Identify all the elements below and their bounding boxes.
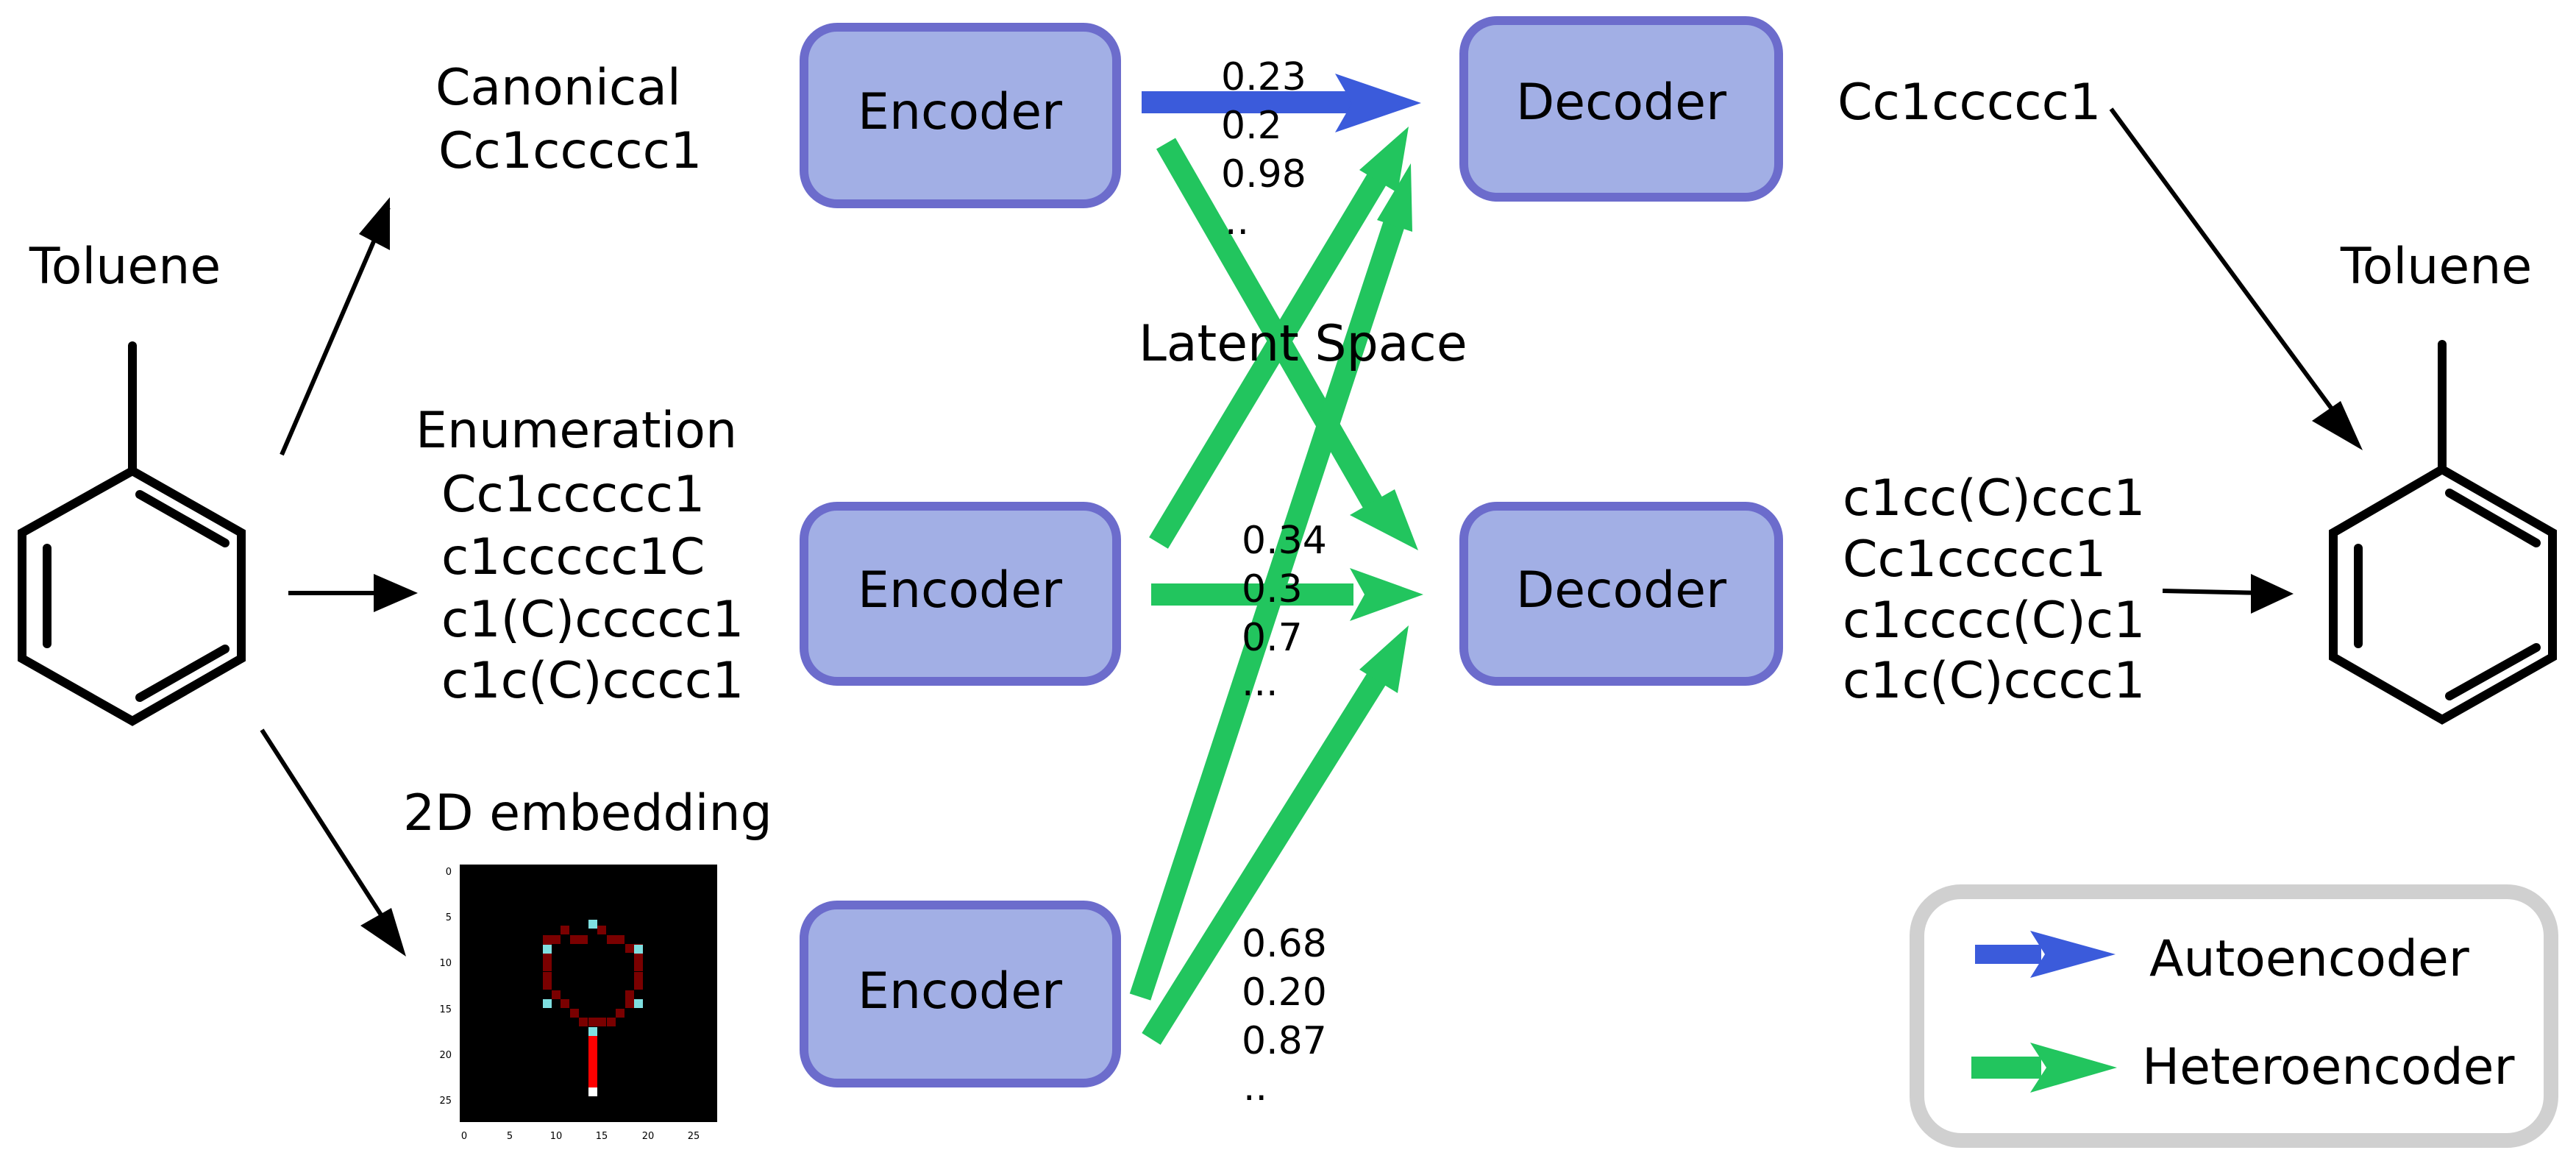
latent-2-value-1: 0.34 (1242, 519, 1327, 563)
green-arrowhead-enc3-dec2 (1359, 625, 1409, 693)
input-molecule-name: Toluene (29, 238, 221, 296)
legend-heteroencoder-swatch (1971, 1057, 2041, 1079)
latent-2-value-2: 0.3 (1242, 567, 1303, 611)
decoder-output-bottom-1: c1cc(C)ccc1 (1843, 469, 2145, 528)
blue-arrowhead-enc1-dec1 (1335, 74, 1421, 132)
embedding-xtick-20: 20 (642, 1131, 655, 1142)
decoder-output-bottom-4: c1c(C)cccc1 (1843, 652, 2145, 710)
heteroencoder-arrows (1129, 127, 1423, 1045)
latent-2-value-4: ... (1242, 661, 1278, 705)
embedding-methyl-pixels (588, 1036, 597, 1087)
green-arrow-enc3-dec1 (1129, 221, 1405, 1001)
input-arrows (260, 197, 418, 957)
embedding-ytick-5: 5 (446, 912, 452, 923)
decoder-box-1: Decoder (1459, 16, 1783, 202)
embedding-xtick-5: 5 (507, 1131, 513, 1142)
latent-1-value-4: .. (1225, 199, 1249, 244)
latent-1-value-1: 0.23 (1221, 55, 1306, 99)
enumeration-smiles-4: c1c(C)cccc1 (441, 652, 744, 710)
embedding-xtick-10: 10 (550, 1131, 563, 1142)
arrowhead-embedding (360, 908, 406, 957)
decoder-output-bottom-3: c1cccc(C)c1 (1843, 592, 2145, 650)
embedding-xtick-15: 15 (596, 1131, 608, 1142)
embedding-ytick-20: 20 (439, 1050, 452, 1061)
enumeration-smiles-1: Cc1ccccc1 (441, 466, 705, 524)
green-arrowhead-enc3-dec1 (1377, 163, 1412, 232)
decoder-output-bottom-2: Cc1ccccc1 (1843, 530, 2106, 589)
legend-autoencoder-arrowhead (2030, 931, 2116, 978)
embedding-xtick-0: 0 (461, 1131, 467, 1142)
decoder-box-2: Decoder (1459, 502, 1783, 686)
embedding-ring-pixels (543, 926, 643, 1026)
latent-3-value-3: 0.87 (1242, 1019, 1327, 1063)
arrowhead-bottom-to-output (2251, 574, 2294, 614)
legend-heteroencoder-label: Heteroencoder (2142, 1038, 2514, 1096)
latent-vector-3: 0.68 0.20 0.87 .. (1242, 922, 1327, 1110)
arrow-to-embedding (260, 728, 392, 930)
autoencoder-arrow (1142, 74, 1421, 132)
embedding-highlight-pixels (543, 920, 643, 1036)
latent-1-value-3: 0.98 (1221, 152, 1306, 196)
embedding-title: 2D embedding (403, 784, 772, 842)
legend-autoencoder-label: Autoencoder (2149, 930, 2469, 988)
decoder-label-2: Decoder (1516, 561, 1726, 620)
latent-vector-1: 0.23 0.2 0.98 .. (1221, 55, 1306, 244)
green-arrowhead-enc1-dec2 (1350, 489, 1418, 550)
latent-1-value-2: 0.2 (1221, 104, 1282, 148)
encoder-box-3: Encoder (800, 901, 1121, 1087)
arrow-to-canonical (280, 206, 391, 456)
embedding-image (460, 865, 717, 1122)
green-arrowhead-enc2-dec1 (1359, 127, 1409, 193)
embedding-axes: 0 5 10 15 20 25 0 5 10 15 20 25 (439, 867, 700, 1142)
output-arrows (2109, 107, 2363, 614)
latent-3-value-2: 0.20 (1242, 970, 1327, 1015)
green-arrow-enc3-dec2 (1142, 665, 1391, 1045)
latent-3-value-4: .. (1243, 1065, 1267, 1110)
encoder-label-3: Encoder (858, 962, 1062, 1021)
legend-item-autoencoder: Autoencoder (1975, 930, 2469, 988)
latent-vector-2: 0.34 0.3 0.7 ... (1242, 519, 1327, 705)
decoder-label-1: Decoder (1516, 74, 1726, 132)
embedding-ytick-15: 15 (439, 1004, 452, 1015)
output-toluene-structure (2329, 340, 2557, 725)
canonical-smiles: Cc1ccccc1 (438, 122, 702, 180)
input-toluene-structure (18, 341, 246, 726)
green-arrow-enc2-dec1 (1149, 163, 1392, 549)
arrow-top-to-output (2109, 107, 2343, 422)
embedding-ytick-25: 25 (439, 1096, 452, 1107)
encoder-box-2: Encoder (800, 502, 1121, 686)
embedding-ytick-0: 0 (446, 867, 452, 878)
latent-2-value-3: 0.7 (1242, 616, 1303, 660)
embedding-ytick-10: 10 (439, 958, 452, 969)
encoder-label-1: Encoder (858, 83, 1062, 141)
legend-frame (1910, 884, 2558, 1148)
arrowhead-canonical (359, 197, 390, 250)
enumeration-smiles-3: c1(C)ccccc1 (441, 591, 744, 649)
enumeration-title: Enumeration (416, 402, 737, 460)
latent-3-value-1: 0.68 (1242, 922, 1327, 966)
canonical-title: Canonical (435, 59, 681, 117)
output-molecule-name: Toluene (2340, 238, 2532, 296)
encoder-label-2: Encoder (858, 561, 1062, 620)
arrow-bottom-to-output (2162, 589, 2266, 595)
enumeration-smiles-2: c1ccccc1C (441, 528, 705, 586)
embedding-methyl-end (588, 1087, 597, 1096)
green-arrow-enc1-dec2 (1156, 138, 1385, 514)
legend-heteroencoder-arrowhead (2030, 1043, 2117, 1093)
legend-autoencoder-swatch (1975, 945, 2041, 964)
decoder-output-top: Cc1ccccc1 (1837, 74, 2101, 132)
embedding-xtick-25: 25 (688, 1131, 700, 1142)
green-arrowhead-enc2-dec2 (1350, 568, 1423, 621)
legend-item-heteroencoder: Heteroencoder (1971, 1038, 2514, 1096)
latent-space-label: Latent Space (1139, 315, 1467, 373)
arrowhead-top-to-output (2312, 401, 2363, 450)
arrowhead-enumeration (374, 574, 418, 612)
encoder-box-1: Encoder (800, 23, 1121, 208)
legend: Autoencoder Heteroencoder (1910, 884, 2558, 1148)
